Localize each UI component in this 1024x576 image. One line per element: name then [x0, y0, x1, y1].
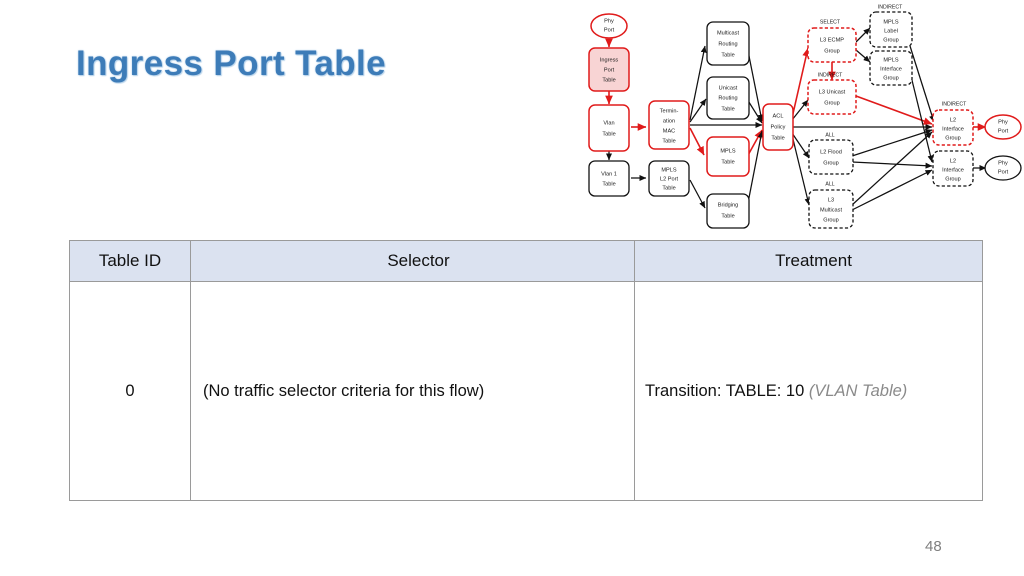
svg-text:Termin-: Termin-: [660, 108, 679, 114]
node-vlan-1-table: Vlan 1 Table: [588, 160, 630, 197]
table-row: 0 (No traffic selector criteria for this…: [69, 281, 983, 501]
node-acl-policy-table: ACL Policy Table: [762, 103, 794, 151]
svg-text:L2 Flood: L2 Flood: [820, 149, 842, 155]
svg-text:Interface: Interface: [942, 126, 964, 132]
svg-text:Table: Table: [721, 106, 734, 112]
node-l3-ecmp-group: SELECT L3 ECMP Group: [807, 19, 857, 63]
node-unicast-routing-table: Unicast Routing Table: [706, 76, 750, 120]
svg-text:Table: Table: [662, 185, 675, 191]
svg-text:Vlan 1: Vlan 1: [601, 171, 617, 177]
svg-text:MAC: MAC: [663, 128, 675, 134]
node-phy-port-in: Phy Port: [590, 13, 628, 39]
svg-text:Port: Port: [998, 128, 1009, 134]
svg-text:L2: L2: [950, 158, 956, 164]
svg-text:Port: Port: [998, 169, 1009, 175]
node-phy-port-out-red: Phy Port: [984, 114, 1022, 140]
node-phy-port-out-black: Phy Port: [984, 155, 1022, 181]
svg-text:Group: Group: [824, 48, 840, 54]
node-termination-mac-table: Termin- ation MAC Table: [648, 100, 690, 150]
node-l2-interface-group: L2 Interface Group: [932, 150, 974, 187]
svg-text:MPLS: MPLS: [661, 167, 677, 173]
svg-text:Interface: Interface: [942, 167, 964, 173]
svg-text:Interface: Interface: [880, 66, 902, 72]
svg-text:Group: Group: [945, 135, 961, 141]
svg-text:L2 Port: L2 Port: [660, 176, 678, 182]
treatment-transition-text: Transition: TABLE: 10: [645, 381, 809, 400]
svg-text:Group: Group: [945, 176, 961, 182]
node-l3-multicast-group: ALL L3 Multicast Group: [808, 181, 854, 229]
column-header-treatment: Treatment: [634, 240, 983, 282]
node-mpls-interface-group: MPLS Interface Group: [869, 50, 913, 86]
svg-text:Table: Table: [602, 77, 615, 83]
cell-treatment: Transition: TABLE: 10 (VLAN Table): [634, 281, 983, 501]
svg-text:Phy: Phy: [604, 18, 614, 24]
svg-text:INDIRECT: INDIRECT: [878, 4, 903, 10]
flow-entry-table: Table ID Selector Treatment 0 (No traffi…: [69, 240, 983, 501]
cell-selector: (No traffic selector criteria for this f…: [190, 281, 635, 501]
svg-text:Table: Table: [602, 131, 615, 137]
svg-text:Table: Table: [721, 52, 734, 58]
svg-text:Multicast: Multicast: [717, 30, 740, 36]
svg-text:Port: Port: [604, 67, 615, 73]
svg-text:L3: L3: [828, 197, 834, 203]
page-title: Ingress Port Table: [76, 44, 386, 83]
svg-text:ACL: ACL: [773, 113, 784, 119]
svg-text:Table: Table: [721, 159, 734, 165]
svg-text:Multicast: Multicast: [820, 207, 843, 213]
svg-text:L2: L2: [950, 117, 956, 123]
node-ingress-port-table: Ingress Port Table: [588, 47, 630, 92]
svg-text:ation: ation: [663, 118, 675, 124]
node-bridging-table: Bridging Table: [706, 193, 750, 229]
node-multicast-routing-table: Multicast Routing Table: [706, 21, 750, 66]
svg-text:Group: Group: [883, 37, 899, 43]
svg-text:Table: Table: [721, 213, 734, 219]
svg-text:Routing: Routing: [718, 95, 737, 101]
svg-text:Routing: Routing: [718, 41, 737, 47]
svg-text:Policy: Policy: [771, 124, 786, 130]
svg-text:Table: Table: [602, 181, 615, 187]
svg-text:Unicast: Unicast: [719, 85, 738, 91]
svg-text:Group: Group: [823, 160, 839, 166]
svg-text:MPLS: MPLS: [720, 148, 736, 154]
svg-text:L3 ECMP: L3 ECMP: [820, 37, 844, 43]
svg-text:Phy: Phy: [998, 160, 1008, 166]
node-l3-unicast-group: INDIRECT L3 Unicast Group: [807, 72, 857, 115]
svg-text:ALL: ALL: [825, 132, 834, 138]
svg-text:Ingress: Ingress: [600, 57, 619, 63]
cell-table-id: 0: [69, 281, 191, 501]
node-vlan-table: Vlan Table: [588, 104, 630, 152]
node-l2-interface-group-indirect: INDIRECT L2 Interface Group: [932, 101, 974, 146]
svg-text:Group: Group: [883, 75, 899, 81]
column-header-table-id: Table ID: [69, 240, 191, 282]
svg-text:INDIRECT: INDIRECT: [818, 72, 843, 78]
svg-text:Vlan: Vlan: [603, 120, 614, 126]
svg-text:L3 Unicast: L3 Unicast: [819, 89, 846, 95]
svg-text:Group: Group: [823, 217, 839, 223]
column-header-selector: Selector: [190, 240, 635, 282]
svg-text:Group: Group: [824, 100, 840, 106]
node-mpls-l2-port-table: MPLS L2 Port Table: [648, 160, 690, 197]
svg-text:Label: Label: [884, 28, 898, 34]
svg-text:INDIRECT: INDIRECT: [942, 101, 967, 107]
svg-text:SELECT: SELECT: [820, 19, 841, 25]
slide-page-number: 48: [925, 538, 942, 555]
treatment-target-table-note: (VLAN Table): [808, 381, 908, 400]
node-mpls-table: MPLS Table: [706, 136, 750, 177]
table-header-row: Table ID Selector Treatment: [69, 240, 983, 282]
svg-text:Port: Port: [604, 27, 615, 33]
svg-text:Table: Table: [771, 135, 784, 141]
svg-text:MPLS: MPLS: [883, 57, 899, 63]
node-l2-flood-group: ALL L2 Flood Group: [808, 132, 854, 175]
svg-text:Phy: Phy: [998, 119, 1008, 125]
svg-text:ALL: ALL: [825, 181, 834, 187]
svg-text:MPLS: MPLS: [883, 19, 899, 25]
svg-text:Bridging: Bridging: [718, 202, 739, 208]
openflow-pipeline-diagram: Phy Port Ingress Port Table Vlan Table V…: [580, 0, 1024, 238]
node-mpls-label-group: INDIRECT MPLS Label Group: [869, 4, 913, 48]
svg-text:Table: Table: [662, 138, 675, 144]
